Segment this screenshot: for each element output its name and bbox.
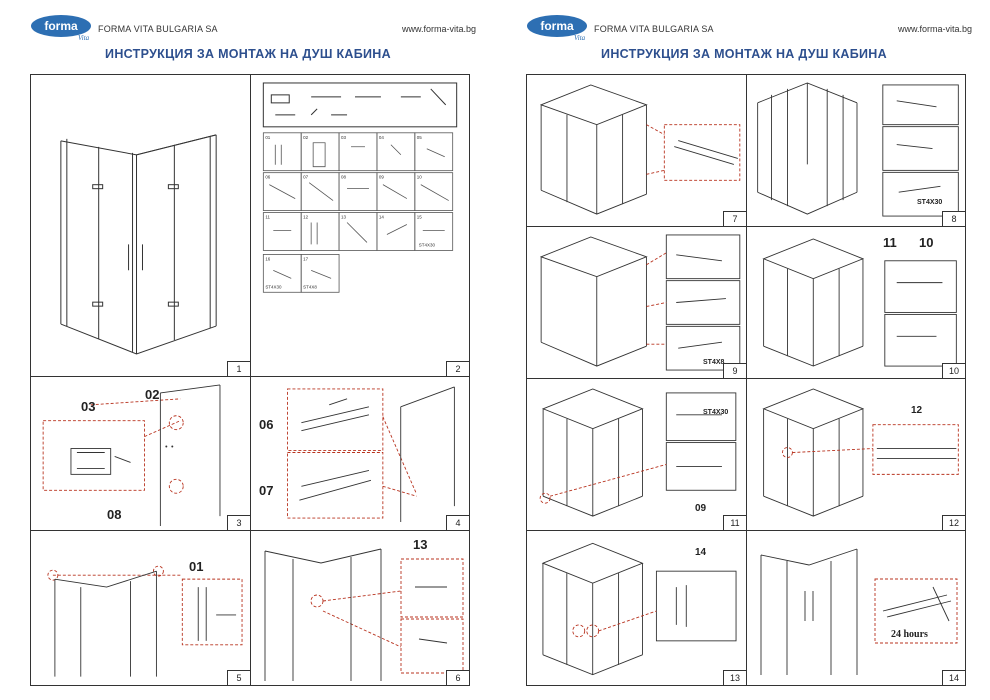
step-number: 7 <box>723 211 746 226</box>
forma-logo: forma Vita <box>527 15 587 42</box>
step-panel-10: 11 10 10 <box>747 227 965 379</box>
assembled-cabin-illustration <box>60 134 217 355</box>
svg-text:11: 11 <box>265 215 270 220</box>
website-link[interactable]: www.forma-vita.bg <box>401 24 476 34</box>
silicone-cure-illustration <box>760 548 958 675</box>
svg-text:forma: forma <box>44 19 78 33</box>
tools-and-parts-illustration: 01 02 03 04 05 06 07 08 09 10 11 12 13 14 15 1… <box>262 82 458 293</box>
callout-07: 07 <box>259 483 274 498</box>
step-number: 6 <box>446 670 469 685</box>
svg-text:03: 03 <box>341 135 346 140</box>
svg-text:04: 04 <box>379 135 384 140</box>
callout-09: 09 <box>695 503 707 514</box>
step-panel-8: ST4X30 8 <box>747 75 965 227</box>
bottom-fixing-illustration <box>539 388 737 517</box>
step-number: 14 <box>942 670 965 685</box>
svg-text:08: 08 <box>341 175 346 180</box>
callout-10: 10 <box>919 235 934 250</box>
screw-label: ST4X30 <box>703 409 729 416</box>
company-name: FORMA VITA BULGARIA SA <box>594 24 714 34</box>
right-page: forma Vita FORMA VITA BULGARIA SA www.fo… <box>504 0 984 700</box>
svg-text:forma: forma <box>540 19 574 33</box>
svg-text:13: 13 <box>341 215 346 220</box>
step-panel-7: 7 <box>527 75 747 227</box>
step-panel-1: 1 <box>31 75 251 377</box>
svg-text:15: 15 <box>417 215 422 220</box>
steps-grid-left: 1 <box>30 74 470 686</box>
forma-logo: forma Vita <box>31 15 91 42</box>
cure-time-label: 24 hours <box>891 629 928 640</box>
handle-detail-illustration <box>264 548 464 681</box>
steps-grid-right: 7 ST4X30 8 <box>526 74 966 686</box>
callout-03: 03 <box>81 399 96 414</box>
step-number: 12 <box>942 515 965 530</box>
step-panel-14: 24 hours 14 <box>747 531 965 685</box>
callout-11: 11 <box>883 235 897 250</box>
sealing-strip-illustration <box>762 388 959 517</box>
seal-profile-illustration <box>287 386 455 523</box>
handle-fitting-illustration <box>541 542 737 676</box>
marking-walls-illustration <box>539 84 741 215</box>
step-panel-5: 01 5 <box>31 531 251 685</box>
callout-08: 08 <box>107 507 122 522</box>
svg-text:14: 14 <box>379 215 384 220</box>
step-panel-2: 01 02 03 04 05 06 07 08 09 10 11 12 13 14 15 1… <box>251 75 469 377</box>
svg-text:02: 02 <box>303 135 308 140</box>
step-panel-13: 14 13 <box>527 531 747 685</box>
step-number: 2 <box>446 361 469 376</box>
svg-text:16: 16 <box>265 256 270 261</box>
svg-text:ST4X30: ST4X30 <box>419 242 436 247</box>
step-number: 13 <box>723 670 746 685</box>
page-title: ИНСТРУКЦИЯ ЗА МОНТАЖ НА ДУШ КАБИНА <box>105 47 391 61</box>
svg-text:Vita: Vita <box>78 34 90 42</box>
svg-text:12: 12 <box>303 215 308 220</box>
left-page: forma Vita FORMA VITA BULGARIA SA www.fo… <box>8 0 488 700</box>
svg-text:06: 06 <box>265 175 270 180</box>
page-title: ИНСТРУКЦИЯ ЗА МОНТАЖ НА ДУШ КАБИНА <box>601 47 887 61</box>
step-number: 1 <box>227 361 250 376</box>
svg-text:ST4X8: ST4X8 <box>303 284 317 289</box>
glass-fitting-illustration <box>762 238 957 367</box>
svg-text:07: 07 <box>303 175 308 180</box>
callout-01: 01 <box>189 559 204 574</box>
svg-text:Vita: Vita <box>574 34 586 42</box>
callout-06: 06 <box>259 417 274 432</box>
svg-text:17: 17 <box>303 256 308 261</box>
step-number: 4 <box>446 515 469 530</box>
screw-label: ST4X30 <box>917 199 943 206</box>
wall-profile-illustration <box>47 565 243 677</box>
callout-02: 02 <box>145 387 160 402</box>
callout-13: 13 <box>413 537 428 552</box>
svg-text:10: 10 <box>417 175 422 180</box>
step-panel-12: 12 12 <box>747 379 965 531</box>
step-panel-11: ST4X30 09 11 <box>527 379 747 531</box>
step-number: 5 <box>227 670 250 685</box>
step-panel-9: ST4X8 9 <box>527 227 747 379</box>
company-name: FORMA VITA BULGARIA SA <box>98 24 218 34</box>
hinge-detail-illustration <box>42 384 221 527</box>
svg-text:05: 05 <box>417 135 422 140</box>
step-number: 8 <box>942 211 965 226</box>
step-number: 9 <box>723 363 746 378</box>
website-link[interactable]: www.forma-vita.bg <box>897 24 972 34</box>
step-panel-4: 06 07 4 <box>251 377 469 531</box>
screw-label: ST4X8 <box>703 359 725 366</box>
step-panel-3: 03 02 08 3 <box>31 377 251 531</box>
svg-text:09: 09 <box>379 175 384 180</box>
step-panel-6: 13 6 <box>251 531 469 685</box>
step-number: 10 <box>942 363 965 378</box>
callout-14: 14 <box>695 547 707 558</box>
callout-12: 12 <box>911 405 923 416</box>
step-number: 3 <box>227 515 250 530</box>
svg-text:01: 01 <box>265 135 270 140</box>
wall-profile-fixing-illustration <box>539 234 741 371</box>
drilling-illustration <box>757 82 959 217</box>
step-number: 11 <box>723 515 746 530</box>
svg-text:ST4X30: ST4X30 <box>265 284 282 289</box>
